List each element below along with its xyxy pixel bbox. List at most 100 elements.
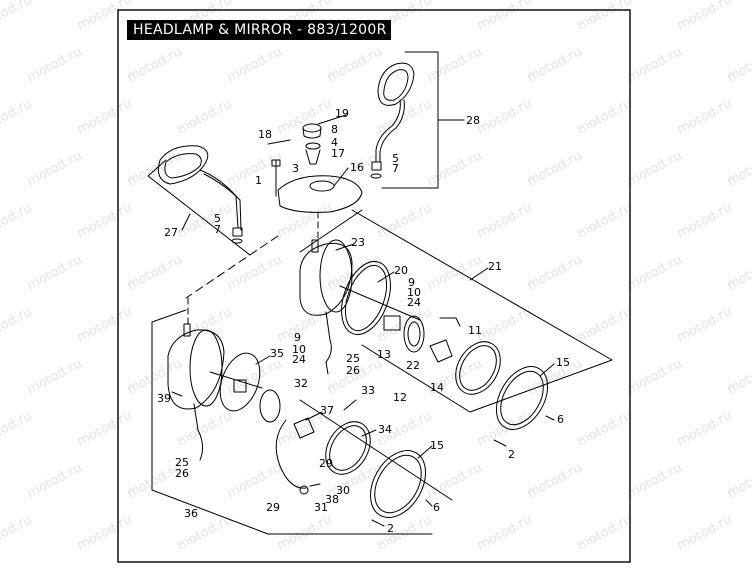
watermark-text: motod.ru [725, 460, 752, 501]
callout-38: 38 [325, 493, 339, 506]
leader-19 [317, 114, 347, 125]
watermark-text: motod.ru [725, 356, 752, 397]
callout-9-upper: 9 [408, 276, 415, 289]
leader-33 [343, 399, 357, 411]
callout-13: 13 [377, 348, 391, 361]
housing-stud-23 [311, 239, 319, 253]
watermark-text: motod.ru [25, 148, 85, 189]
callout-5-left: 5 [214, 212, 221, 225]
left-mirror-stem-b [203, 173, 242, 231]
trim-ring-15-lower [370, 450, 426, 518]
callout-1: 1 [255, 174, 262, 187]
watermark-text: motod.ru [25, 356, 85, 397]
wire-upper [325, 311, 332, 375]
callout-8: 8 [331, 123, 338, 136]
watermark-text: motod.ru [75, 96, 135, 137]
diagram-title: HEADLAMP & MIRROR - 883/1200R [127, 20, 391, 40]
callout-2-upper: 2 [508, 448, 515, 461]
watermark-text: motod.ru [475, 0, 535, 34]
callout-24-upper: 24 [407, 296, 421, 309]
callout-34: 34 [378, 423, 392, 436]
callout-7-right: 7 [392, 162, 399, 175]
callout-39: 39 [157, 392, 171, 405]
callout-10-lower: 10 [292, 343, 306, 356]
callout-32: 32 [294, 377, 308, 390]
watermark-text: motod.ru [175, 96, 235, 137]
socket-32 [259, 389, 281, 423]
watermark-text: motod.ru [625, 252, 685, 293]
watermark-text: motod.ru [425, 252, 485, 293]
callout-25-lower: 25 [175, 456, 189, 469]
watermark-text: motod.ru [325, 44, 385, 85]
lens-34 [325, 421, 371, 475]
watermark-text: motod.ru [475, 408, 535, 449]
leader-20 [377, 271, 395, 283]
watermark-text: motod.ru [125, 44, 185, 85]
cap-19-body [302, 127, 322, 139]
assembly-line-b [185, 235, 279, 299]
callout-11: 11 [468, 324, 482, 337]
callout-15-lower: 15 [430, 439, 444, 452]
leader-37 [305, 411, 323, 421]
callout-2-lower: 2 [387, 522, 394, 535]
watermark-text: motod.ru [0, 0, 35, 34]
bulb-22 [429, 339, 453, 363]
watermark-text: motod.ru [75, 0, 135, 34]
watermark-text: motod.ru [225, 252, 285, 293]
watermark-text: motod.ru [525, 44, 585, 85]
watermark-text: motod.ru [725, 252, 752, 293]
watermark-text: motod.ru [25, 44, 85, 85]
watermark-text: motod.ru [225, 44, 285, 85]
watermark-text: motod.ru [75, 408, 135, 449]
watermark-text: motod.ru [25, 252, 85, 293]
leader-15a [539, 363, 555, 377]
watermark-text: motod.ru [0, 96, 35, 137]
left-mirror-glass [164, 153, 202, 179]
callout-37: 37 [320, 404, 334, 417]
callout-26-lower: 26 [175, 467, 189, 480]
callout-35: 35 [270, 347, 284, 360]
trim-ring-15-upper-inner [500, 370, 544, 426]
right-mirror-glass [383, 69, 409, 101]
lens-34-inner [329, 425, 367, 471]
bolt-1-head [271, 159, 281, 167]
washer-31 [299, 485, 309, 495]
callout-26-upper: 26 [346, 364, 360, 377]
callout-12: 12 [393, 391, 407, 404]
watermark-text: motod.ru [425, 148, 485, 189]
watermark-text: motod.ru [125, 252, 185, 293]
callout-29-upper: 29 [319, 457, 333, 470]
leader-21 [469, 267, 489, 281]
bracket-16 [277, 175, 363, 213]
watermark-text: motod.ru [0, 304, 35, 345]
bulb-socket-13 [403, 315, 425, 353]
trim-ring-15-lower-inner [374, 454, 422, 514]
headlamp-housing-23 [299, 242, 353, 316]
watermark-text: motod.ru [275, 512, 335, 553]
left-mirror-washer-7 [231, 238, 243, 244]
callout-21: 21 [488, 260, 502, 273]
callout-19: 19 [335, 107, 349, 120]
clip-11 [439, 317, 461, 327]
watermark-text: motod.ru [25, 460, 85, 501]
watermark-text: motod.ru [525, 148, 585, 189]
watermark-text: motod.ru [675, 512, 735, 553]
watermark-text: motod.ru [575, 512, 635, 553]
callout-5-right: 5 [392, 152, 399, 165]
leader-6b [425, 499, 433, 507]
callout-14: 14 [430, 381, 444, 394]
leader-27 [181, 213, 191, 231]
watermark-text: motod.ru [375, 512, 435, 553]
callout-23: 23 [351, 236, 365, 249]
leader-23 [335, 243, 355, 251]
headlamp-rim-23 [319, 239, 353, 313]
watermark-text: motod.ru [475, 512, 535, 553]
watermark-text: motod.ru [75, 304, 135, 345]
axis-line-upper [339, 285, 421, 321]
watermark-text: motod.ru [675, 96, 735, 137]
group-line-21 [351, 209, 613, 413]
watermark-text: motod.ru [675, 408, 735, 449]
leader-39 [171, 391, 183, 397]
watermark-text: motod.ru [0, 200, 35, 241]
